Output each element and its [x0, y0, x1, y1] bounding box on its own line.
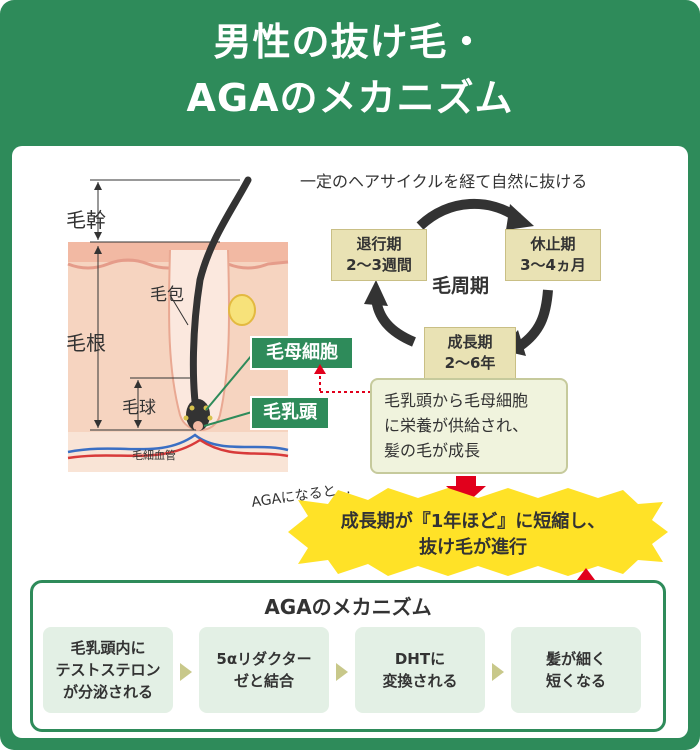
arrow-top [416, 198, 521, 230]
mechanism-step-4: 髪が細く 短くなる [511, 627, 641, 713]
regression-duration: 2～3週間 [346, 256, 412, 274]
matrix-link [314, 364, 370, 393]
mechanism-step-1: 毛乳頭内に テストステロン が分泌される [43, 627, 173, 713]
page-title: 男性の抜け毛・ AGAのメカニズム [0, 14, 700, 126]
papilla-connector [203, 411, 253, 427]
label-vessel: 毛細血管 [132, 449, 176, 462]
label-shaft: 毛幹 [66, 208, 106, 232]
box-resting: 休止期 3～4ヵ月 [505, 229, 601, 281]
mechanism-title: AGAのメカニズム [264, 595, 432, 619]
hair-shaft [189, 176, 252, 414]
title-line-2: AGAのメカニズム [186, 76, 514, 120]
burst-shape [288, 488, 668, 576]
papilla-dot [193, 421, 203, 431]
mechanism-step-2: 5αリダクター ゼと結合 [199, 627, 329, 713]
cycle-center: 毛周期 [432, 275, 490, 297]
vessel-blue [67, 433, 289, 454]
arrow-right [517, 289, 553, 351]
burst-text: 成長期が『1年ほど』に短縮し、 抜け毛が進行 [300, 509, 646, 561]
tag-papilla: 毛乳頭 [250, 396, 330, 430]
step-arrow-1 [180, 663, 192, 681]
mechanism-step-3: DHTに 変換される [355, 627, 485, 713]
sebaceous-gland [228, 294, 256, 326]
growth-info-line-2: に栄養が供給され、 [384, 416, 529, 435]
mechanism-panel: AGAのメカニズム 毛乳頭内に テストステロン が分泌される 5αリダクター ゼ… [30, 580, 666, 732]
fat-layer [68, 432, 288, 472]
step-arrow-2 [336, 663, 348, 681]
matrix-connector [205, 354, 253, 411]
label-root: 毛根 [66, 331, 106, 355]
resting-name: 休止期 [530, 235, 576, 253]
growth-info-line-3: 髪の毛が成長 [384, 441, 481, 460]
step-arrow-3 [492, 663, 504, 681]
burst-line-2: 抜け毛が進行 [419, 537, 527, 558]
title-line-1: 男性の抜け毛・ [213, 20, 487, 64]
tag-matrix-cells: 毛母細胞 [250, 336, 354, 370]
regression-name: 退行期 [356, 235, 402, 253]
growth-info: 毛乳頭から毛母細胞 に栄養が供給され、 髪の毛が成長 [370, 378, 568, 474]
growth-name: 成長期 [447, 333, 493, 351]
label-follicle: 毛包 [150, 285, 184, 305]
vessel-red [67, 438, 289, 460]
box-growth: 成長期 2～6年 [424, 327, 516, 379]
growth-info-line-1: 毛乳頭から毛母細胞 [384, 391, 529, 410]
label-bulb: 毛球 [122, 398, 156, 418]
cycle-heading: 一定のヘアサイクルを経て自然に抜ける [300, 172, 588, 191]
resting-duration: 3～4ヵ月 [520, 256, 586, 274]
growth-duration: 2～6年 [444, 354, 496, 372]
burst-line-1: 成長期が『1年ほど』に短縮し、 [340, 511, 606, 532]
box-regression: 退行期 2～3週間 [331, 229, 427, 281]
